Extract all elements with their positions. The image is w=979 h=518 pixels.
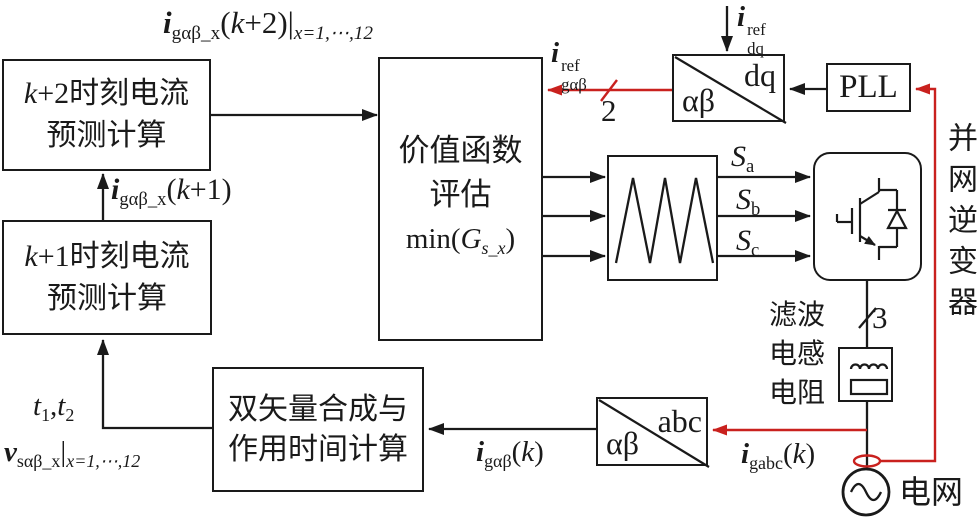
block-current-prediction-k2: k+2时刻电流 预测计算 xyxy=(2,59,211,171)
transform-diagonal xyxy=(598,399,710,468)
label-switch-sa: Sa xyxy=(731,140,755,177)
vector-line2: 作用时间计算 xyxy=(228,432,408,466)
block-current-prediction-k1: k+1时刻电流 预测计算 xyxy=(2,220,212,335)
arrow-sensor-to-pll xyxy=(880,83,937,463)
filter-label-line2: 电感 xyxy=(768,339,825,370)
triangle-wave-icon xyxy=(614,177,715,264)
resistor-icon xyxy=(849,378,889,396)
label-filter-lr: 滤波 电感 电阻 xyxy=(759,296,835,413)
diode-triangle-icon xyxy=(886,208,908,230)
dq-corner-label: dq xyxy=(744,57,776,93)
block-k2-line1: k+2时刻电流 xyxy=(23,77,190,110)
block-inverter-bridge xyxy=(813,152,922,281)
label-grid: 电网 xyxy=(899,474,964,510)
abc-corner-label: abc xyxy=(657,403,702,439)
label-grid-connected-inverter: 并网逆变器 xyxy=(943,122,976,327)
label-vs-candidates: vsαβ_x|x=1,⋯,12 xyxy=(4,436,141,471)
cost-min-expression: min(Gs_x) xyxy=(405,222,516,258)
block-abc-to-alphabeta: abc αβ xyxy=(596,397,710,468)
pll-label: PLL xyxy=(839,69,898,105)
transform-diagonal xyxy=(674,56,787,124)
filter-symbols xyxy=(849,363,889,396)
label-wire-count-3: 3 xyxy=(872,300,888,335)
label-t1-t2: t1,t2 xyxy=(33,390,75,425)
filter-label-line3: 电阻 xyxy=(768,378,825,409)
label-ig-k2: igαβ_x(k+2)|x=1,⋯,12 xyxy=(163,5,373,45)
igbt-icon xyxy=(835,178,908,260)
block-k2-line2: 预测计算 xyxy=(46,119,167,152)
cost-line1: 价值函数 xyxy=(398,132,523,168)
sine-wave-icon xyxy=(849,482,883,502)
arrow-vector-to-pred1 xyxy=(97,339,212,430)
red-connectors xyxy=(547,79,937,468)
block-pwm-carrier xyxy=(607,155,718,281)
label-ig-k1: igαβ_x(k+1) xyxy=(111,173,232,210)
label-igabc-k: igabc(k) xyxy=(741,438,816,473)
label-wire-count-2: 2 xyxy=(601,93,617,128)
filter-label-line1: 滤波 xyxy=(768,300,825,331)
two-phase-slash xyxy=(600,79,618,102)
vector-line1: 双矢量合成与 xyxy=(228,392,408,426)
block-filter-lr xyxy=(838,347,893,402)
block-k1-line1: k+1时刻电流 xyxy=(24,239,190,273)
block-k1-line2: 预测计算 xyxy=(47,281,167,315)
grid-source-icon xyxy=(841,467,891,517)
alphabeta-corner-label: αβ xyxy=(682,82,716,118)
label-ig-k: igαβ(k) xyxy=(476,436,544,471)
label-switch-sb: Sb xyxy=(736,183,761,220)
block-dq-to-alphabeta: dq αβ xyxy=(672,54,787,124)
block-vector-synthesis: 双矢量合成与 作用时间计算 xyxy=(212,367,424,492)
inductor-icon xyxy=(849,363,889,370)
black-connectors xyxy=(97,6,877,469)
three-phase-slash xyxy=(858,307,877,329)
alphabeta-corner-label: αβ xyxy=(606,425,640,461)
block-pll: PLL xyxy=(826,63,911,112)
block-cost-function: 价值函数 评估 min(Gs_x) xyxy=(378,57,543,341)
cost-line2: 评估 xyxy=(429,176,492,212)
label-switch-sc: Sc xyxy=(736,224,760,261)
